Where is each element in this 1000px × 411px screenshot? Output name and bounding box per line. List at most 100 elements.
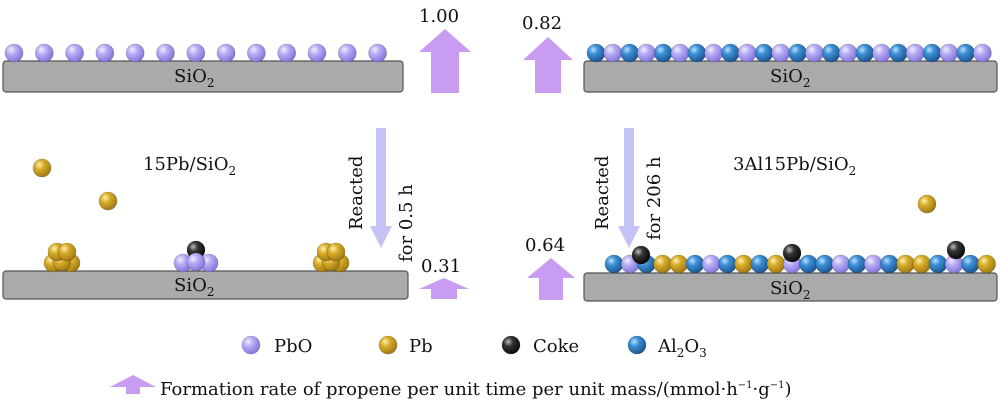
pbo-particle: [34, 43, 54, 63]
al2o3-particle: [687, 43, 707, 63]
al2o3-particle: [855, 43, 875, 63]
pbo-particle: [637, 43, 656, 63]
pbo-particle: [670, 43, 690, 63]
support-plate-bottom-left: SiO2: [2, 270, 409, 300]
reaction-arrow-right: Reacted for 206 h: [592, 128, 665, 248]
pb-particle: [57, 242, 77, 262]
pb-particle: [653, 254, 672, 274]
al2o3-particle: [880, 254, 899, 274]
al2o3-particle: [750, 254, 770, 274]
pbo-particle: [186, 252, 206, 272]
pb-particle: [734, 254, 753, 274]
pb-particle: [896, 254, 915, 274]
al2o3-particle: [721, 43, 740, 63]
pbo-particle: [737, 43, 757, 63]
reaction-label-right-line2: for 206 h: [644, 156, 665, 240]
pb-particle: [669, 254, 689, 274]
catalyst-label-right: 3Al15Pb/SiO2: [733, 154, 856, 178]
legend-label-pbo: PbO: [274, 336, 312, 357]
reaction-label-right-line1: Reacted: [592, 156, 613, 230]
pbo-particle: [905, 43, 925, 63]
pb-particle: [32, 158, 52, 178]
catalyst-label-left: 15Pb/SiO2: [143, 154, 236, 178]
al2o3-particle: [928, 254, 948, 274]
pbo-particle: [872, 43, 891, 63]
pb-particle: [766, 254, 786, 274]
rate-value-top-left: 1.00: [419, 6, 459, 27]
pbo-particle: [337, 43, 357, 63]
legend-rate-arrow-icon: [110, 375, 156, 394]
pb-particle: [98, 191, 118, 211]
al2o3-particle: [889, 43, 908, 63]
al2o3-particle: [627, 335, 647, 355]
pbo-particle: [863, 254, 883, 274]
reaction-arrow-left: Reacted for 0.5 h: [346, 128, 417, 262]
pbo-particle: [216, 43, 236, 63]
pb-particle: [912, 254, 932, 274]
pbo-particle: [95, 43, 115, 63]
pbo-particle: [307, 43, 327, 63]
pbo-particle: [241, 335, 261, 355]
pbo-particle: [65, 43, 84, 63]
al2o3-particle: [586, 43, 606, 63]
pbo-particle: [247, 43, 266, 63]
pbo-particle: [771, 43, 791, 63]
support-plate-top-left: SiO2: [2, 60, 404, 93]
al2o3-particle: [685, 254, 705, 274]
pb-particle: [326, 242, 346, 262]
pbo-particle: [156, 43, 175, 63]
pbo-particle: [186, 43, 206, 63]
pbo-particle: [603, 43, 623, 63]
al2o3-particle: [956, 43, 975, 63]
pbo-particle: [973, 43, 992, 63]
coke-particle: [782, 243, 802, 263]
rate-arrow-top-left: 1.00: [419, 6, 471, 93]
al2o3-particle: [815, 254, 834, 274]
pbo-particle: [125, 43, 145, 63]
pbo-particle: [939, 43, 959, 63]
al2o3-particle: [653, 43, 673, 63]
particle-row-bottom-right: [604, 194, 996, 274]
pb-particle: [378, 335, 398, 355]
al2o3-particle: [821, 43, 841, 63]
pbo-particle: [4, 43, 24, 63]
coke-particle: [946, 240, 966, 260]
pbo-particle: [831, 254, 851, 274]
coke-particle: [501, 335, 521, 355]
legend-label-coke: Coke: [533, 336, 579, 357]
al2o3-particle: [847, 254, 867, 274]
rate-value-top-right: 0.82: [522, 13, 562, 34]
pbo-particle: [277, 43, 297, 63]
rate-value-bottom-left: 0.31: [421, 256, 461, 277]
particle-row-top-right: [586, 43, 992, 63]
legend-label-pb: Pb: [409, 336, 433, 357]
svg-text:SiO2: SiO2: [174, 66, 215, 90]
al2o3-particle: [788, 43, 807, 63]
svg-text:SiO2: SiO2: [770, 66, 811, 90]
rate-value-bottom-right: 0.64: [525, 235, 565, 256]
legend-label-al2o3: Al2O3: [657, 336, 707, 360]
particle-clusters-bottom-left: [32, 158, 350, 273]
rate-arrow-top-right: 0.82: [522, 13, 573, 93]
reaction-label-left-line1: Reacted: [346, 156, 367, 230]
pbo-particle: [368, 43, 387, 63]
pbo-particle: [704, 43, 723, 63]
particle-row-top-left: [4, 43, 387, 63]
legend: PbO Pb Coke Al2O3 Formation rate of prop…: [110, 335, 792, 400]
pbo-particle: [701, 254, 721, 274]
pbo-particle: [805, 43, 824, 63]
pbo-particle: [838, 43, 858, 63]
al2o3-particle: [754, 43, 774, 63]
al2o3-particle: [961, 254, 980, 274]
al2o3-particle: [922, 43, 942, 63]
legend-rate-label: Formation rate of propene per unit time …: [160, 379, 792, 400]
pb-particle: [917, 194, 937, 214]
rate-arrow-bottom-right: 0.64: [525, 235, 575, 300]
svg-text:SiO2: SiO2: [770, 278, 811, 302]
reaction-label-left-line2: for 0.5 h: [396, 184, 417, 262]
al2o3-particle: [620, 43, 639, 63]
svg-text:SiO2: SiO2: [174, 275, 215, 299]
al2o3-particle: [718, 254, 737, 274]
